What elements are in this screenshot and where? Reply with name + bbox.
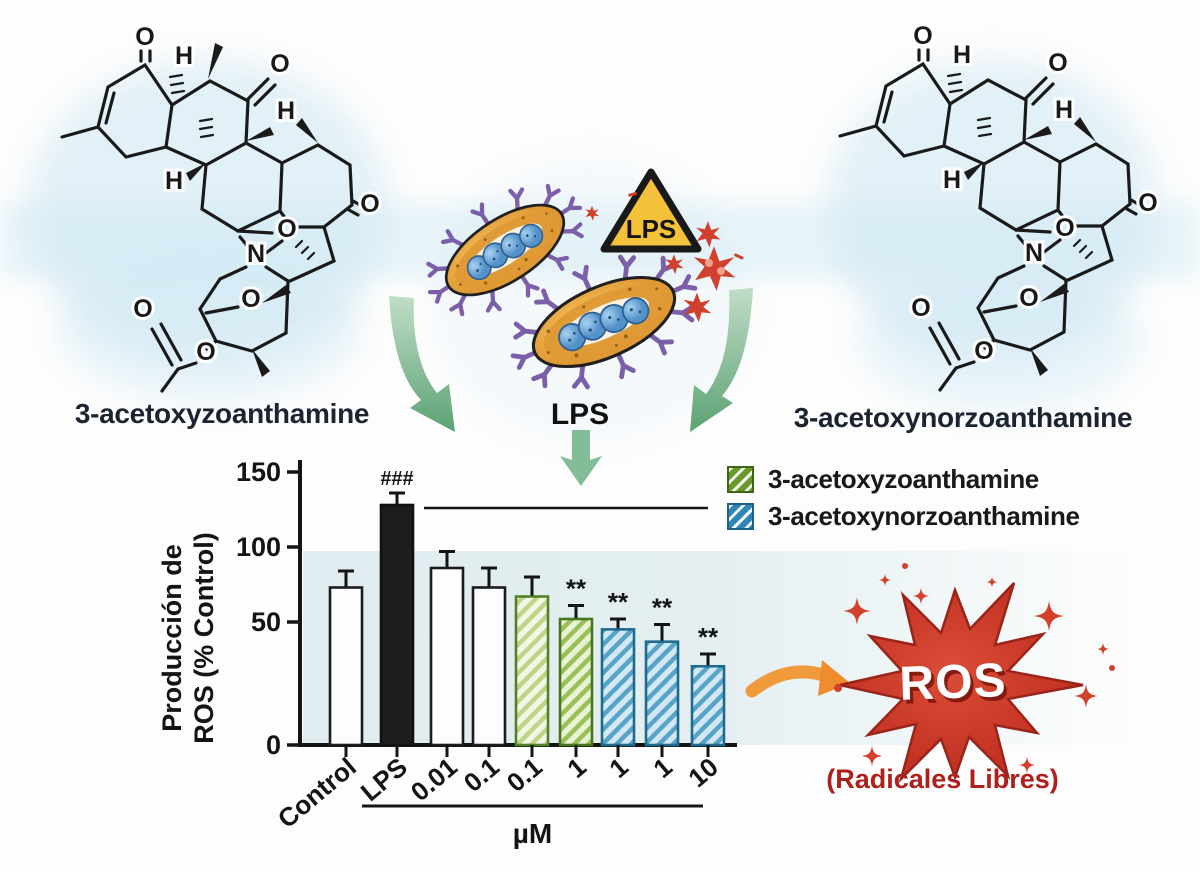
red-splats <box>585 192 744 323</box>
legend-item-zoanthamine: 3-acetoxyzoanthamine <box>727 464 1039 494</box>
blue-hatch-swatch <box>727 502 754 530</box>
molecule-label-left: 3-acetoxyzoanthamine <box>74 398 370 429</box>
green-hatch-swatch <box>727 465 754 493</box>
error-bar <box>568 604 584 618</box>
error-bar <box>389 491 405 504</box>
atom-label-H: H <box>277 97 295 125</box>
legend-label: 3-acetoxyzoanthamine <box>768 463 1039 494</box>
atom-label-O: O <box>913 22 932 50</box>
lps-center-label: LPS <box>550 398 610 431</box>
bar-Control <box>328 586 364 747</box>
atom-label-O: O <box>360 190 379 218</box>
atom-label-O: O <box>133 295 152 323</box>
atom-label-H: H <box>165 167 183 195</box>
bar-1 <box>644 640 680 747</box>
x-tick-label: 0.1 <box>501 752 548 798</box>
x-tick-label: LPS <box>355 752 413 807</box>
error-bar <box>481 566 497 587</box>
error-bar <box>524 575 540 596</box>
atom-label-O: O <box>1019 284 1038 312</box>
atom-label-O: O <box>241 285 260 313</box>
bar-1 <box>600 628 636 747</box>
watercolor-blob-left-low <box>60 250 360 400</box>
x-tick-label: 10 <box>682 752 723 794</box>
extra-methyl-wedge <box>208 43 223 79</box>
y-tick-label: 100 <box>236 532 281 562</box>
error-bar <box>338 569 354 587</box>
legend-item-norzoanthamine: 3-acetoxynorzoanthamine <box>727 501 1080 531</box>
x-tick-label: 0.1 <box>458 752 505 798</box>
atom-label-O: O <box>911 294 930 322</box>
atom-label-N: N <box>247 240 265 268</box>
molecule-label-right: 3-acetoxynorzoanthamine <box>793 402 1133 433</box>
x-unit-label: µM <box>513 818 552 849</box>
significance-marker: ** <box>698 622 719 652</box>
atom-label-H: H <box>943 166 961 194</box>
bar-10 <box>690 664 726 747</box>
bar-0.01 <box>429 566 465 747</box>
error-bar <box>610 617 626 629</box>
arrow-down-small-icon <box>560 430 602 486</box>
atom-label-O: O <box>1055 214 1074 242</box>
arrow-to-ros-icon <box>745 660 850 698</box>
atom-label-O: O <box>1048 49 1067 77</box>
error-bar <box>700 652 716 666</box>
lps-triangle-label: LPS <box>625 214 677 244</box>
legend-label: 3-acetoxynorzoanthamine <box>768 500 1080 531</box>
bar-LPS <box>379 503 415 747</box>
significance-marker: ### <box>380 468 413 490</box>
error-bar <box>439 550 455 567</box>
atom-label-O: O <box>135 23 154 51</box>
x-tick-label: 0.01 <box>405 752 463 808</box>
ros-burst-label: ROS <box>898 654 1008 711</box>
arrow-down-left-icon <box>389 296 455 432</box>
significance-marker: ** <box>566 574 587 604</box>
radicales-libres-label: (Radicales Libres) <box>826 764 1059 794</box>
atom-label-O: O <box>1138 189 1157 217</box>
atom-label-O: O <box>974 337 993 365</box>
atom-label-N: N <box>1025 239 1043 267</box>
watercolor-blob-left <box>28 60 388 360</box>
y-tick-label: 0 <box>266 730 281 760</box>
atom-label-H: H <box>953 41 971 69</box>
arrow-down-right-icon <box>690 288 753 432</box>
bar-0.1 <box>514 595 550 747</box>
lps-warning-triangle <box>600 168 702 253</box>
y-axis-label: Producción de ROS (% Control) <box>157 532 220 744</box>
atom-label-H: H <box>1055 96 1073 124</box>
watercolor-blob-right-low <box>860 270 1140 410</box>
atom-label-H: H <box>175 42 193 70</box>
y-tick-label: 150 <box>236 457 281 487</box>
molecule-left-structure <box>60 43 364 393</box>
error-bar <box>654 622 670 641</box>
bar-0.1 <box>471 586 507 747</box>
ros-sparkles <box>834 563 1115 774</box>
atom-label-O: O <box>196 338 215 366</box>
atom-label-O: O <box>277 215 296 243</box>
atom-label-O: O <box>270 50 289 78</box>
bar-1 <box>558 617 594 747</box>
watercolor-band <box>0 204 1200 278</box>
significance-marker: ** <box>608 587 629 617</box>
significance-marker: ** <box>652 592 673 622</box>
y-tick-label: 50 <box>251 607 281 637</box>
x-tick-label: Control <box>272 752 362 834</box>
